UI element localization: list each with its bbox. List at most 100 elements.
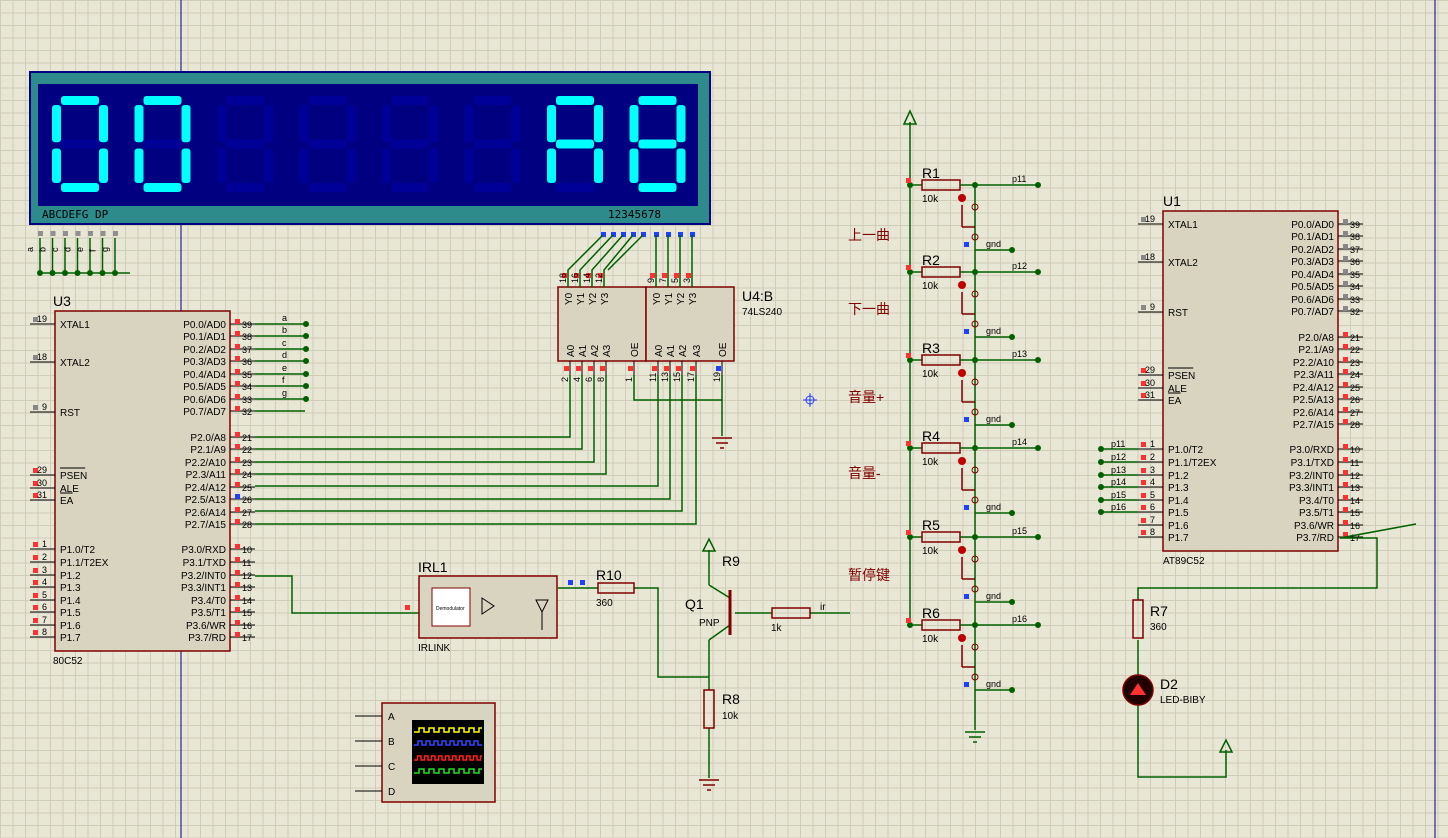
pin-name: P2.2/A10 (185, 458, 227, 469)
u1-microcontroller[interactable]: U1 AT89C52 19XTAL118XTAL29RST29PSEN30ALE… (1098, 193, 1363, 567)
pin-name: P1.0/T2 (60, 545, 95, 556)
pin-marker (662, 273, 667, 278)
pin-name: P1.3 (1168, 483, 1189, 494)
resistor-ref: R6 (922, 605, 940, 621)
u3-ref: U3 (53, 293, 71, 309)
pin-number: 18 (1145, 252, 1155, 262)
pin-marker (235, 319, 240, 324)
u4-buffer-chip[interactable]: U4:B 74LS240 18Y016Y114Y212Y39Y07Y15Y23Y… (557, 270, 782, 382)
pin-number: 32 (242, 407, 252, 417)
resistor-r7[interactable]: R7 360 (1132, 599, 1168, 639)
segment-b (429, 105, 438, 143)
resistor-value: 10k (922, 457, 939, 468)
pin-number: 39 (1350, 220, 1360, 230)
pin-number: 17 (686, 372, 696, 382)
pin-5: 5P1.4 (30, 590, 81, 607)
pin-marker (235, 432, 240, 437)
segment-e (217, 148, 226, 183)
pin-name: P0.7/AD7 (1291, 307, 1334, 318)
pin-number: 5 (670, 278, 680, 283)
power-terminal (902, 109, 918, 125)
segment-b (511, 105, 521, 143)
net-label: g (282, 388, 287, 398)
pin-marker (235, 344, 240, 349)
wires (255, 122, 1417, 778)
pin-name: A0 (566, 344, 577, 357)
pin-marker (621, 232, 626, 237)
pin-marker (564, 366, 569, 371)
display-digit (382, 96, 438, 192)
pin-name: P3.4/T0 (191, 596, 226, 607)
pin-6: 6P1.5 (30, 602, 81, 619)
pin-name: P2.4/A12 (1293, 383, 1335, 394)
pin-name: EA (60, 496, 74, 507)
pin-marker (1141, 217, 1146, 222)
pin-8: 8P1.7 (30, 627, 81, 644)
pin-number: 34 (242, 382, 252, 392)
segment-c (346, 148, 356, 183)
net-label: p11 (1012, 174, 1026, 184)
pin-marker (1141, 442, 1146, 447)
segment-c (511, 148, 521, 183)
pin-number: 3 (42, 565, 47, 575)
resistor-value: 10k (922, 369, 939, 380)
oscilloscope[interactable]: ABCD (355, 702, 496, 803)
pin-marker (1343, 495, 1348, 500)
resistor-r10[interactable]: R10 360 (596, 567, 635, 609)
segment-a (308, 96, 347, 105)
segment-c (676, 148, 686, 183)
pin-marker (235, 381, 240, 386)
u3-microcontroller[interactable]: U3 80C52 19XTAL118XTAL29RST29PSEN30ALE31… (30, 293, 309, 667)
pin-marker (1141, 505, 1146, 510)
net-label: p16 (1012, 614, 1027, 624)
junction (303, 371, 309, 377)
resistor-1k[interactable]: 1k ir (771, 602, 826, 634)
ir-link-module[interactable]: IRL1 Demodulator IRLINK (405, 559, 585, 654)
pin-name: P2.3/A11 (1294, 370, 1335, 381)
pin-marker (113, 231, 118, 236)
pin-number: 4 (572, 377, 582, 382)
resistor-r8[interactable]: R8 10k (703, 689, 740, 729)
pin-marker (628, 366, 633, 371)
display-digit (547, 96, 603, 192)
led-d2[interactable]: D2 LED-BIBY (1122, 674, 1206, 706)
transistor-q1[interactable]: Q1 PNP R9 (685, 553, 740, 635)
pin-name: P3.6/WR (186, 621, 226, 632)
pin-name: P2.6/A14 (185, 508, 227, 519)
pin-marker (33, 630, 38, 635)
display-digit (464, 96, 521, 192)
pin-marker (33, 618, 38, 623)
gnd-label: gnd (986, 679, 1001, 689)
segment-b (346, 105, 356, 143)
pin-name: Y3 (600, 292, 611, 305)
junction (303, 346, 309, 352)
segment-b (99, 105, 108, 143)
pin-marker (1343, 332, 1348, 337)
resistor-value: 10k (922, 194, 939, 205)
key-function-label: 音量- (848, 465, 881, 481)
pin-number: 38 (242, 332, 252, 342)
pin-name: Y0 (564, 292, 575, 305)
pin-marker (678, 232, 683, 237)
gnd-label: gnd (986, 502, 1001, 512)
segment-a (226, 96, 264, 105)
pin-name: P0.2/AD2 (183, 345, 226, 356)
pin-marker (686, 273, 691, 278)
resistor-ref: R2 (922, 252, 940, 268)
